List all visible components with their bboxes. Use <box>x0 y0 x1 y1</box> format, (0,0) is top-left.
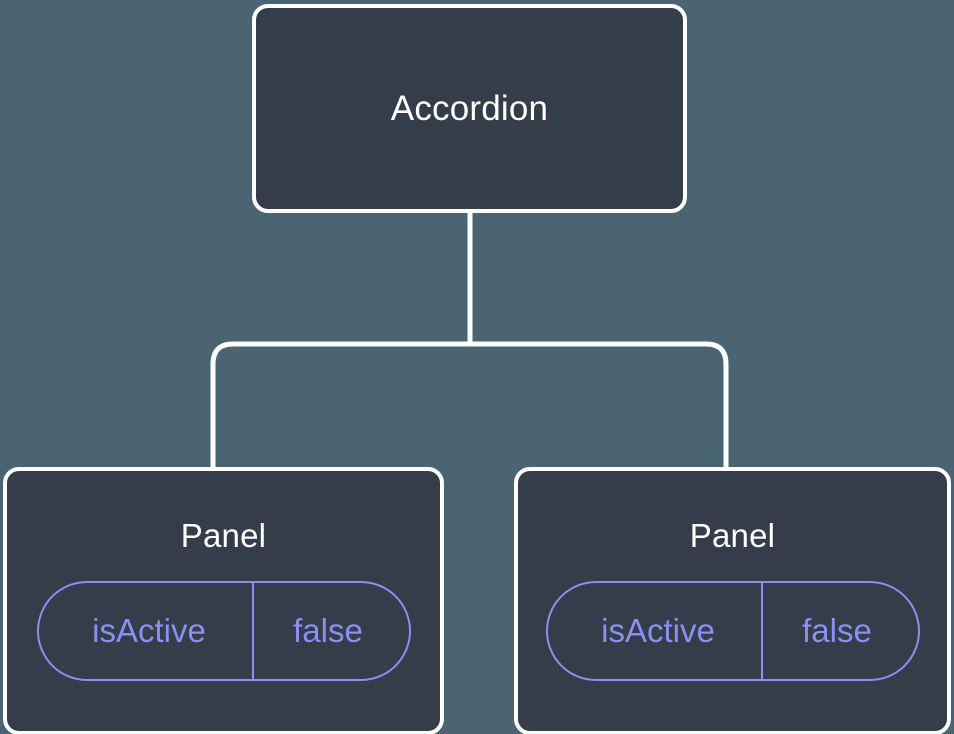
prop-value-label-1: false <box>802 612 872 649</box>
prop-badge-isactive-0[interactable]: isActive false <box>36 581 411 681</box>
prop-key-label-1: isActive <box>548 583 763 679</box>
edge-child-bus <box>210 341 729 469</box>
node-panel-1-label: Panel <box>689 517 776 554</box>
node-accordion[interactable]: Accordion <box>252 4 687 213</box>
prop-key-label-0: isActive <box>39 583 254 679</box>
node-panel-0[interactable]: Panel isActive false <box>3 467 444 734</box>
node-accordion-label: Accordion <box>390 88 549 128</box>
prop-value-label-0: false <box>293 612 363 649</box>
node-panel-0-label: Panel <box>180 517 267 554</box>
node-panel-1[interactable]: Panel isActive false <box>514 467 951 734</box>
prop-badge-isactive-1[interactable]: isActive false <box>545 581 920 681</box>
